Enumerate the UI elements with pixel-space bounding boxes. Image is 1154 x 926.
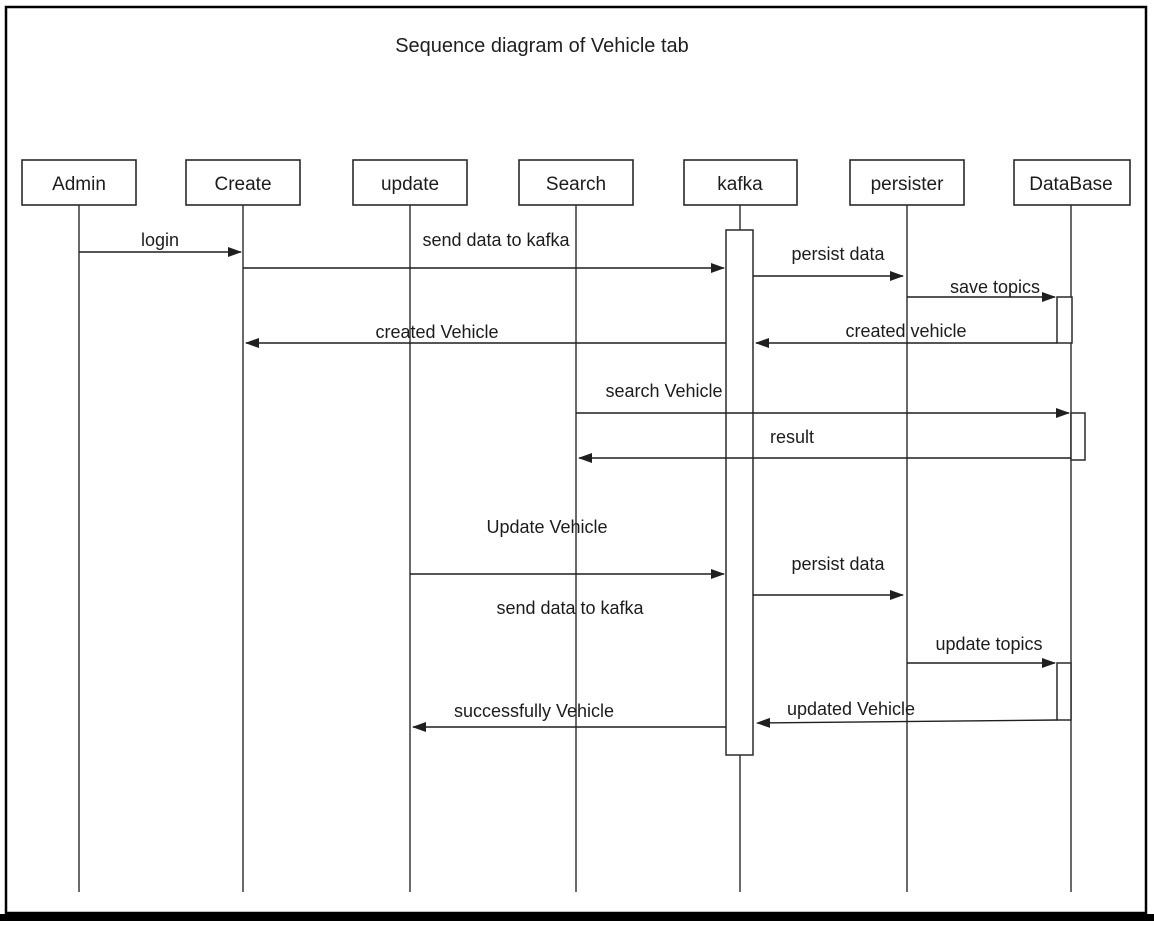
message-label-save-topics: save topics	[950, 277, 1040, 297]
message-send-data-to-kafka-1: send data to kafka	[243, 230, 725, 273]
actor-label-database: DataBase	[1029, 174, 1112, 195]
message-label-persist-data-1: persist data	[791, 244, 885, 264]
actor-box-admin	[21, 159, 137, 206]
actor-kafka: kafka	[683, 159, 798, 206]
actor-box-search	[518, 159, 634, 206]
diagram-border	[4, 5, 1148, 915]
message-successfully-vehicle: successfully Vehicle	[412, 701, 726, 732]
arrow-updated-vehicle	[756, 717, 1058, 728]
message-label-created-vehicle-to-kafka: created vehicle	[845, 321, 966, 341]
actor-search: Search	[518, 159, 634, 206]
message-label-search-vehicle: search Vehicle	[605, 381, 722, 401]
message-result: result	[578, 427, 1071, 463]
actor-create: Create	[185, 159, 301, 206]
activation-kafka	[725, 229, 754, 756]
message-search-vehicle: search Vehicle	[576, 381, 1070, 418]
actor-label-create: Create	[214, 174, 271, 195]
message-label-login: login	[141, 230, 179, 250]
actor-label-update: update	[381, 174, 439, 195]
message-label-created-vehicle-to-create: created Vehicle	[375, 322, 498, 342]
actor-database: DataBase	[1013, 159, 1131, 206]
diagram-title: Sequence diagram of Vehicle tab	[395, 35, 689, 57]
lifelines	[78, 205, 1072, 892]
message-persist-data-1: persist data	[753, 244, 904, 281]
message-persist-data-2: persist data	[753, 554, 904, 600]
activation-database-1	[1056, 296, 1073, 344]
activation-database-3	[1056, 662, 1072, 721]
actor-update: update	[352, 159, 468, 206]
diagram-border-bottom	[0, 914, 1154, 921]
actor-box-update	[352, 159, 468, 206]
message-created-vehicle-to-create: created Vehicle	[245, 322, 726, 348]
actor-label-search: Search	[546, 174, 606, 195]
message-login: login	[79, 230, 242, 257]
actor-box-create	[185, 159, 301, 206]
actor-box-persister	[849, 159, 965, 206]
actor-admin: Admin	[21, 159, 137, 206]
message-created-vehicle-to-kafka: created vehicle	[755, 321, 1057, 348]
actor-persister: persister	[849, 159, 965, 206]
message-label-send-data-to-kafka-2: send data to kafka	[496, 598, 644, 618]
actor-label-kafka: kafka	[717, 174, 763, 195]
message-label-result: result	[770, 427, 814, 447]
message-label-update-topics: update topics	[935, 634, 1042, 654]
message-update-vehicle: Update Vehicle send data to kafka	[410, 517, 725, 618]
actor-label-persister: persister	[871, 174, 945, 195]
message-save-topics: save topics	[907, 277, 1056, 302]
message-label-send-data-to-kafka-1: send data to kafka	[422, 230, 570, 250]
message-label-update-vehicle: Update Vehicle	[486, 517, 607, 537]
message-updated-vehicle: updated Vehicle	[756, 699, 1058, 728]
message-label-successfully-vehicle: successfully Vehicle	[454, 701, 614, 721]
actor-box-kafka	[683, 159, 798, 206]
activation-database-2	[1070, 412, 1086, 461]
actor-box-database	[1013, 159, 1131, 206]
message-label-persist-data-2: persist data	[791, 554, 885, 574]
message-update-topics: update topics	[907, 634, 1056, 668]
actor-label-admin: Admin	[52, 174, 106, 195]
message-label-updated-vehicle: updated Vehicle	[787, 699, 915, 719]
